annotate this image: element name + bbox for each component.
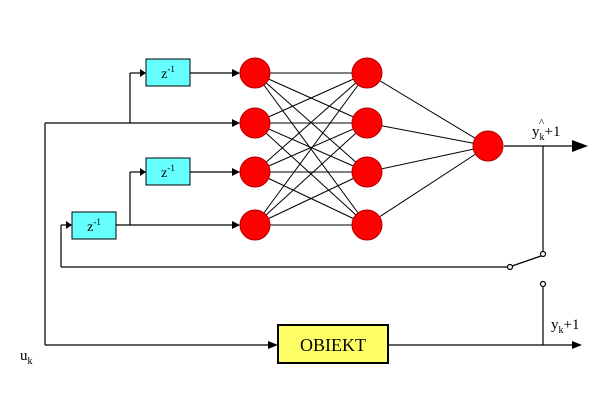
plant-label: OBIEKT [300, 335, 366, 355]
hidden-neuron-3 [351, 156, 383, 188]
svg-text:z-1: z-1 [87, 217, 101, 235]
output-neuron [472, 130, 504, 162]
hidden-neuron-1 [351, 57, 383, 89]
delay-block-3-exponent: -1 [93, 217, 101, 227]
delay-block-2-exponent: -1 [167, 163, 175, 173]
hidden-neuron-4 [351, 209, 383, 241]
connection [254, 122, 368, 173]
input-arrowheads [66, 69, 240, 229]
delay-block-1-exponent: -1 [167, 64, 175, 74]
delay-block-1-base: z [161, 67, 167, 82]
svg-text:z-1: z-1 [161, 163, 175, 181]
feedback-wiring [60, 171, 510, 268]
delay-block-3: z-1 [71, 211, 117, 240]
network-connections [254, 72, 489, 226]
input-label: uk [20, 348, 33, 367]
connection [254, 72, 368, 173]
predicted-output: yk+1 ^ [504, 117, 588, 258]
input-neuron-1 [239, 57, 271, 89]
connection [366, 145, 489, 173]
predicted-output-label: yk+1 [532, 124, 560, 143]
connection [254, 72, 368, 124]
connection [366, 122, 489, 147]
delay-block-3-base: z [87, 220, 93, 235]
input-signal-wiring [44, 72, 270, 346]
plant-block: OBIEKT [268, 324, 582, 364]
neurons [239, 57, 504, 241]
delay-block-1: z-1 [145, 58, 191, 87]
svg-text:z-1: z-1 [161, 64, 175, 82]
connection [254, 122, 368, 226]
hidden-neuron-2 [351, 107, 383, 139]
output-switch [506, 255, 547, 345]
plant-output-label: yk+1 [551, 317, 579, 336]
input-neuron-3 [239, 156, 271, 188]
connection [254, 72, 368, 226]
connection [366, 145, 489, 226]
connection [366, 72, 489, 147]
svg-text:^: ^ [539, 117, 545, 129]
connection [254, 171, 368, 226]
delay-block-2: z-1 [145, 157, 191, 186]
delay-block-2-base: z [161, 166, 167, 181]
input-neuron-2 [239, 107, 271, 139]
input-neuron-4 [239, 209, 271, 241]
